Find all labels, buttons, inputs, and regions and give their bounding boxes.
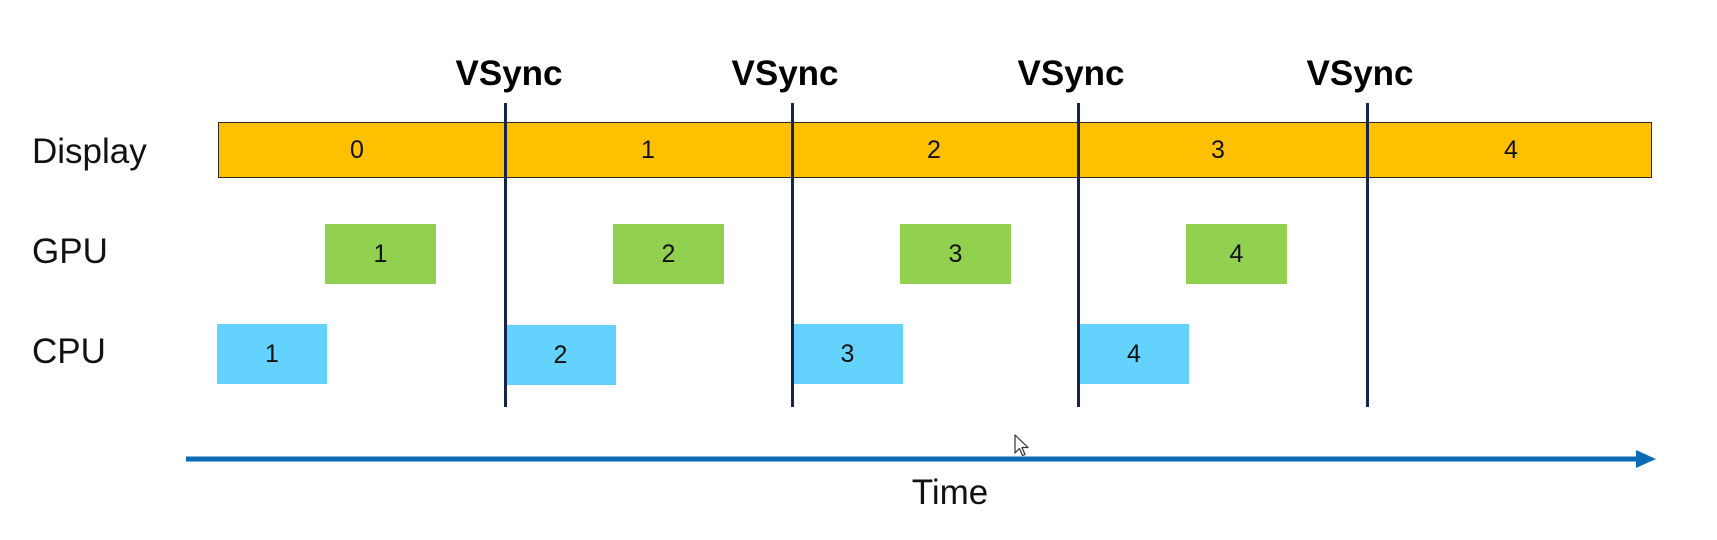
row-label-gpu: GPU [32, 232, 108, 271]
display-frame-2: 2 [927, 136, 941, 164]
cpu-frame-1: 1 [217, 324, 327, 384]
cpu-frame-2: 2 [505, 325, 616, 385]
vsync-label-2: VSync [731, 54, 839, 93]
gpu-frame-1: 1 [325, 224, 436, 284]
gpu-frame-2: 2 [613, 224, 724, 284]
vsync-label-1: VSync [455, 54, 563, 93]
time-axis-label: Time [911, 473, 989, 512]
display-frame-0: 0 [350, 136, 364, 164]
vsync-label-4: VSync [1306, 54, 1414, 93]
time-axis-arrowhead [1636, 450, 1656, 468]
display-timeline-bar [218, 122, 1652, 178]
mouse-pointer-icon [1014, 434, 1029, 457]
cpu-frame-4: 4 [1079, 324, 1189, 384]
vsync-label-3: VSync [1017, 54, 1125, 93]
vsync-line-2 [791, 103, 794, 407]
row-label-cpu: CPU [32, 332, 106, 371]
gpu-frame-4: 4 [1186, 224, 1287, 284]
row-label-display: Display [32, 132, 147, 171]
time-axis-arrow [186, 450, 1656, 468]
display-frame-3: 3 [1211, 136, 1225, 164]
vsync-line-3 [1077, 103, 1080, 407]
display-frame-4: 4 [1504, 136, 1518, 164]
cpu-frame-3: 3 [792, 324, 903, 384]
gpu-frame-3: 3 [900, 224, 1011, 284]
vsync-line-4 [1366, 103, 1369, 407]
vsync-line-1 [504, 103, 507, 407]
display-frame-1: 1 [641, 136, 655, 164]
